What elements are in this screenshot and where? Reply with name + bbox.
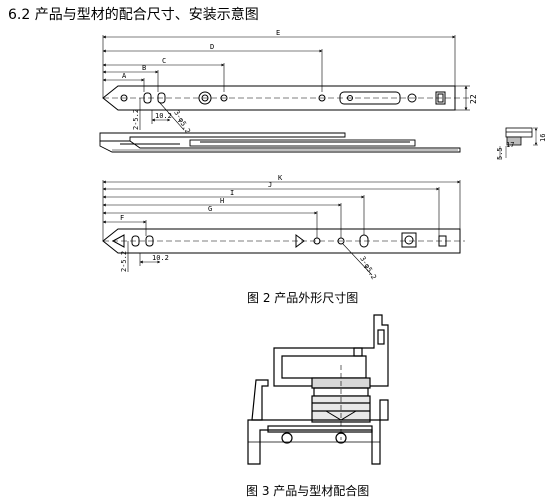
dim-label-17: 17 — [506, 141, 514, 149]
dim-label-10-2-bottom: 10.2 — [152, 254, 169, 262]
bottom-plan-view — [102, 228, 465, 254]
dim-label-j: J — [268, 181, 272, 189]
top-hole-3 — [318, 94, 326, 102]
dim-label-k: K — [278, 174, 283, 182]
top-slot-1 — [143, 92, 152, 104]
top-round-hole-large — [198, 91, 212, 105]
dim-label-2-5-2-bottom: 2-5.2 — [120, 251, 128, 272]
dim-label-3-d5-2-bottom: 3-φ5.2 — [358, 255, 378, 281]
dim-label-22: 22 — [469, 94, 478, 104]
top-square-hole — [435, 91, 446, 105]
bottom-arrow-mark-left — [111, 234, 125, 248]
upper-sash-profile — [273, 314, 389, 387]
dim-label-2-5-2-top: 2-5.2 — [132, 109, 140, 130]
figure-2-caption: 图 2 产品外形尺寸图 — [247, 291, 358, 305]
section-heading: 6.2 产品与型材的配合尺寸、安装示意图 — [8, 7, 259, 23]
dim-label-c: C — [162, 57, 166, 65]
end-profile-labels: 16 17 5.5 — [496, 134, 547, 160]
bottom-dimension-labels: K J I H G F 2-5.2 10.2 3-φ5.2 — [120, 174, 378, 281]
lower-frame-left-lip — [251, 379, 269, 421]
top-plan-view — [102, 85, 470, 111]
end-profile-view — [499, 127, 538, 160]
top-long-slot — [339, 91, 401, 105]
top-square-inner — [437, 93, 444, 103]
top-dimension-lines — [102, 35, 470, 131]
dim-label-b: B — [142, 64, 146, 72]
dim-label-e: E — [276, 29, 280, 37]
dim-label-16: 16 — [539, 134, 547, 142]
dim-label-10-2-top: 10.2 — [155, 112, 172, 120]
dim-label-i: I — [230, 189, 234, 197]
top-slot-pin — [347, 95, 353, 101]
top-hole-1 — [120, 94, 128, 102]
dim-label-5-5: 5.5 — [496, 147, 504, 160]
dim-label-3-d5-2-top: 3-φ5.2 — [172, 109, 192, 135]
bottom-dimension-lines — [102, 180, 461, 276]
dim-label-f: F — [120, 214, 124, 222]
figure-3-caption: 图 3 产品与型材配合图 — [246, 483, 369, 498]
dim-label-a: A — [122, 72, 127, 80]
dim-label-d: D — [210, 43, 214, 51]
dim-label-h: H — [220, 197, 224, 205]
dim-label-g: G — [208, 205, 212, 213]
top-bar-outline — [102, 85, 456, 111]
top-slot-2 — [157, 92, 166, 104]
top-hole-2 — [220, 94, 228, 102]
profile-assembly-view — [247, 314, 389, 465]
side-elevation-view — [99, 132, 461, 153]
top-hole-4 — [407, 93, 417, 103]
top-dimension-labels: E D C B A 2-5.2 10.2 3-φ5.2 22 — [122, 29, 478, 135]
bottom-arrow-mark-mid — [295, 234, 305, 248]
top-round-hole-inner — [201, 94, 209, 102]
